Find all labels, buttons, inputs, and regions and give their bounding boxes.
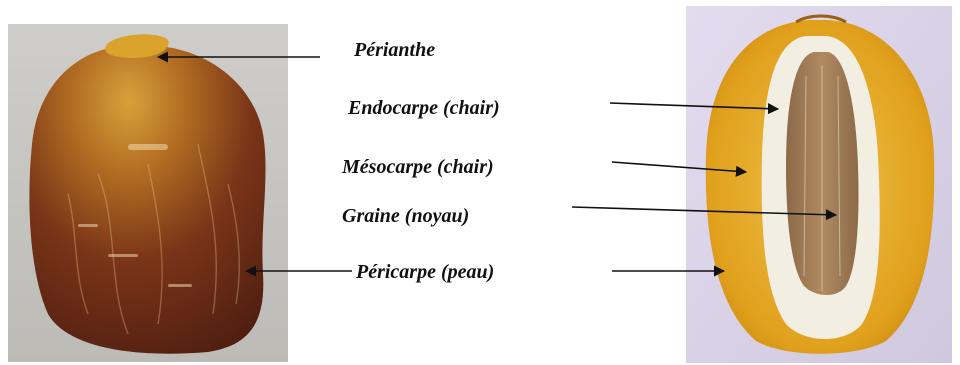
arrow-endocarpe [609, 102, 780, 115]
label-perianthe: Périanthe [354, 39, 436, 61]
arrow-graine [571, 206, 838, 221]
date-skin [29, 46, 266, 354]
seed-fibers [803, 66, 841, 291]
label-endocarpe: Endocarpe (chair) [348, 97, 500, 119]
label-mesocarpe: Mésocarpe (chair) [342, 156, 494, 178]
perianth-cap [105, 34, 169, 58]
label-graine: Graine (noyau) [342, 205, 470, 227]
skin-highlights [78, 144, 192, 287]
arrow-mesocarpe [611, 161, 748, 177]
cut-edge-top [795, 14, 847, 24]
label-pericarpe: Péricarpe (peau) [356, 261, 495, 283]
cut-date-photo [686, 6, 952, 363]
whole-date-photo [8, 24, 288, 362]
